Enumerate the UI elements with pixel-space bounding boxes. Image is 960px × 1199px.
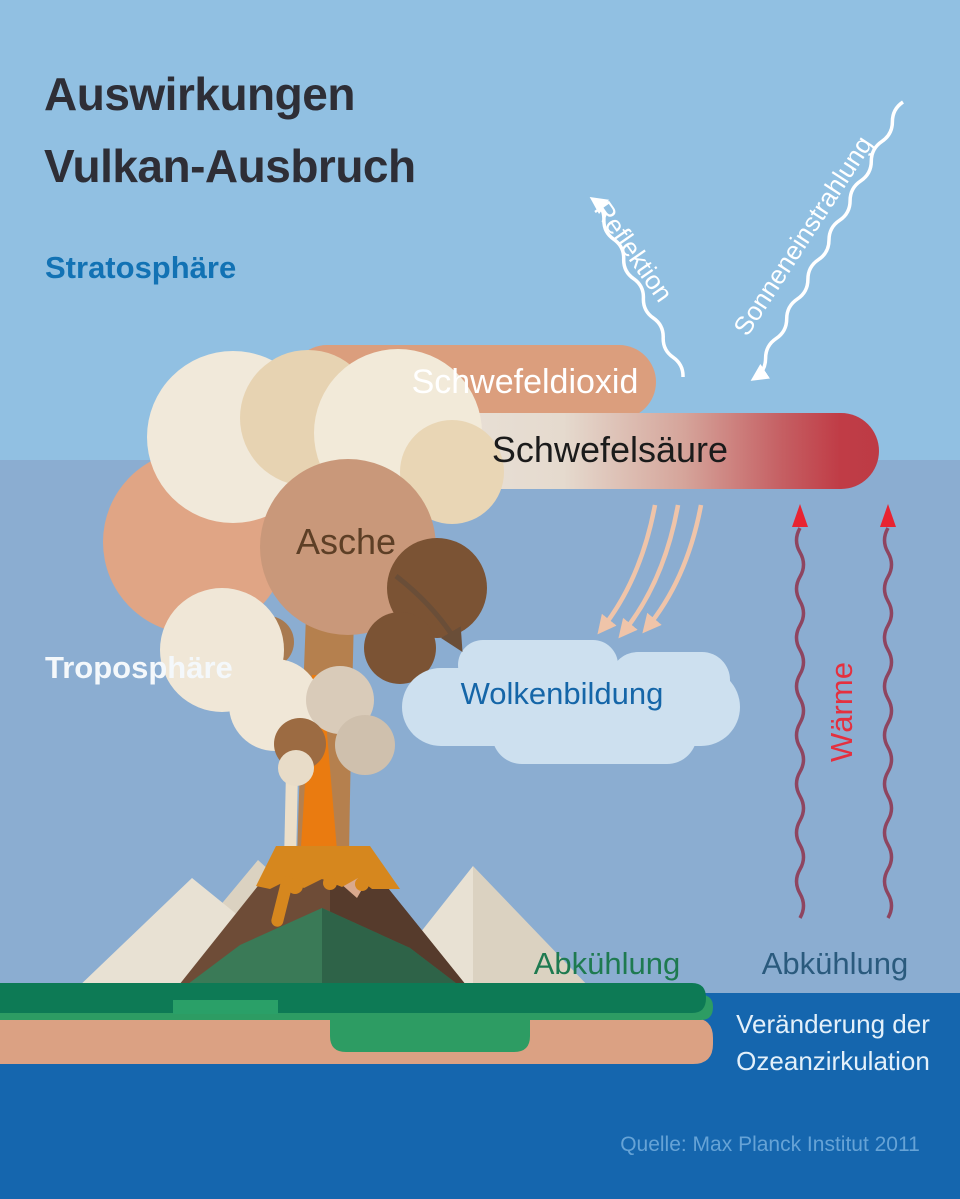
cooling-label-left: Abkühlung — [533, 946, 681, 981]
heat-arrowhead-left — [792, 504, 808, 527]
ash-label: Asche — [295, 521, 397, 562]
cloud-formation-shape — [402, 640, 740, 764]
page-title: Auswirkungen Vulkan-Ausbruch — [44, 58, 416, 202]
green-notch — [173, 1000, 278, 1014]
heat-label: Wärme — [824, 662, 859, 762]
title-line-2: Vulkan-Ausbruch — [44, 140, 416, 192]
ocean-circulation-line-2: Ozeanzirkulation — [736, 1046, 930, 1076]
cooling-label-right: Abkühlung — [761, 946, 909, 981]
sulfur-dioxide-label: Schwefeldioxid — [411, 363, 639, 401]
sulfuric-acid-label: Schwefelsäure — [491, 429, 729, 470]
sun-arrows — [589, 100, 905, 381]
terrain — [0, 983, 713, 1064]
ash-cloud — [103, 349, 504, 786]
cloud-formation-label: Wolkenbildung — [460, 676, 664, 711]
ash-to-cloud-arrow — [394, 574, 463, 652]
troposphere-label: Troposphäre — [45, 650, 233, 685]
heat-waves — [792, 504, 896, 919]
ocean-circulation-line-1: Veränderung der — [736, 1009, 930, 1039]
dark-green-strip — [0, 983, 706, 1013]
fallout-arrows — [597, 504, 704, 639]
lava-drip — [271, 875, 294, 927]
reflection-wave-arrow — [589, 197, 685, 378]
heat-arrowhead-right — [880, 504, 896, 527]
sulfuric-acid-band — [393, 413, 879, 489]
solar-radiation-wave-arrow — [750, 100, 905, 381]
volcano-vegetation-shadow — [322, 908, 465, 990]
source-credit: Quelle: Max Planck Institut 2011 — [620, 1133, 920, 1156]
ocean-circulation-label: Veränderung der Ozeanzirkulation — [723, 1006, 943, 1080]
title-line-1: Auswirkungen — [44, 68, 355, 120]
stratosphere-label: Stratosphäre — [45, 250, 237, 285]
